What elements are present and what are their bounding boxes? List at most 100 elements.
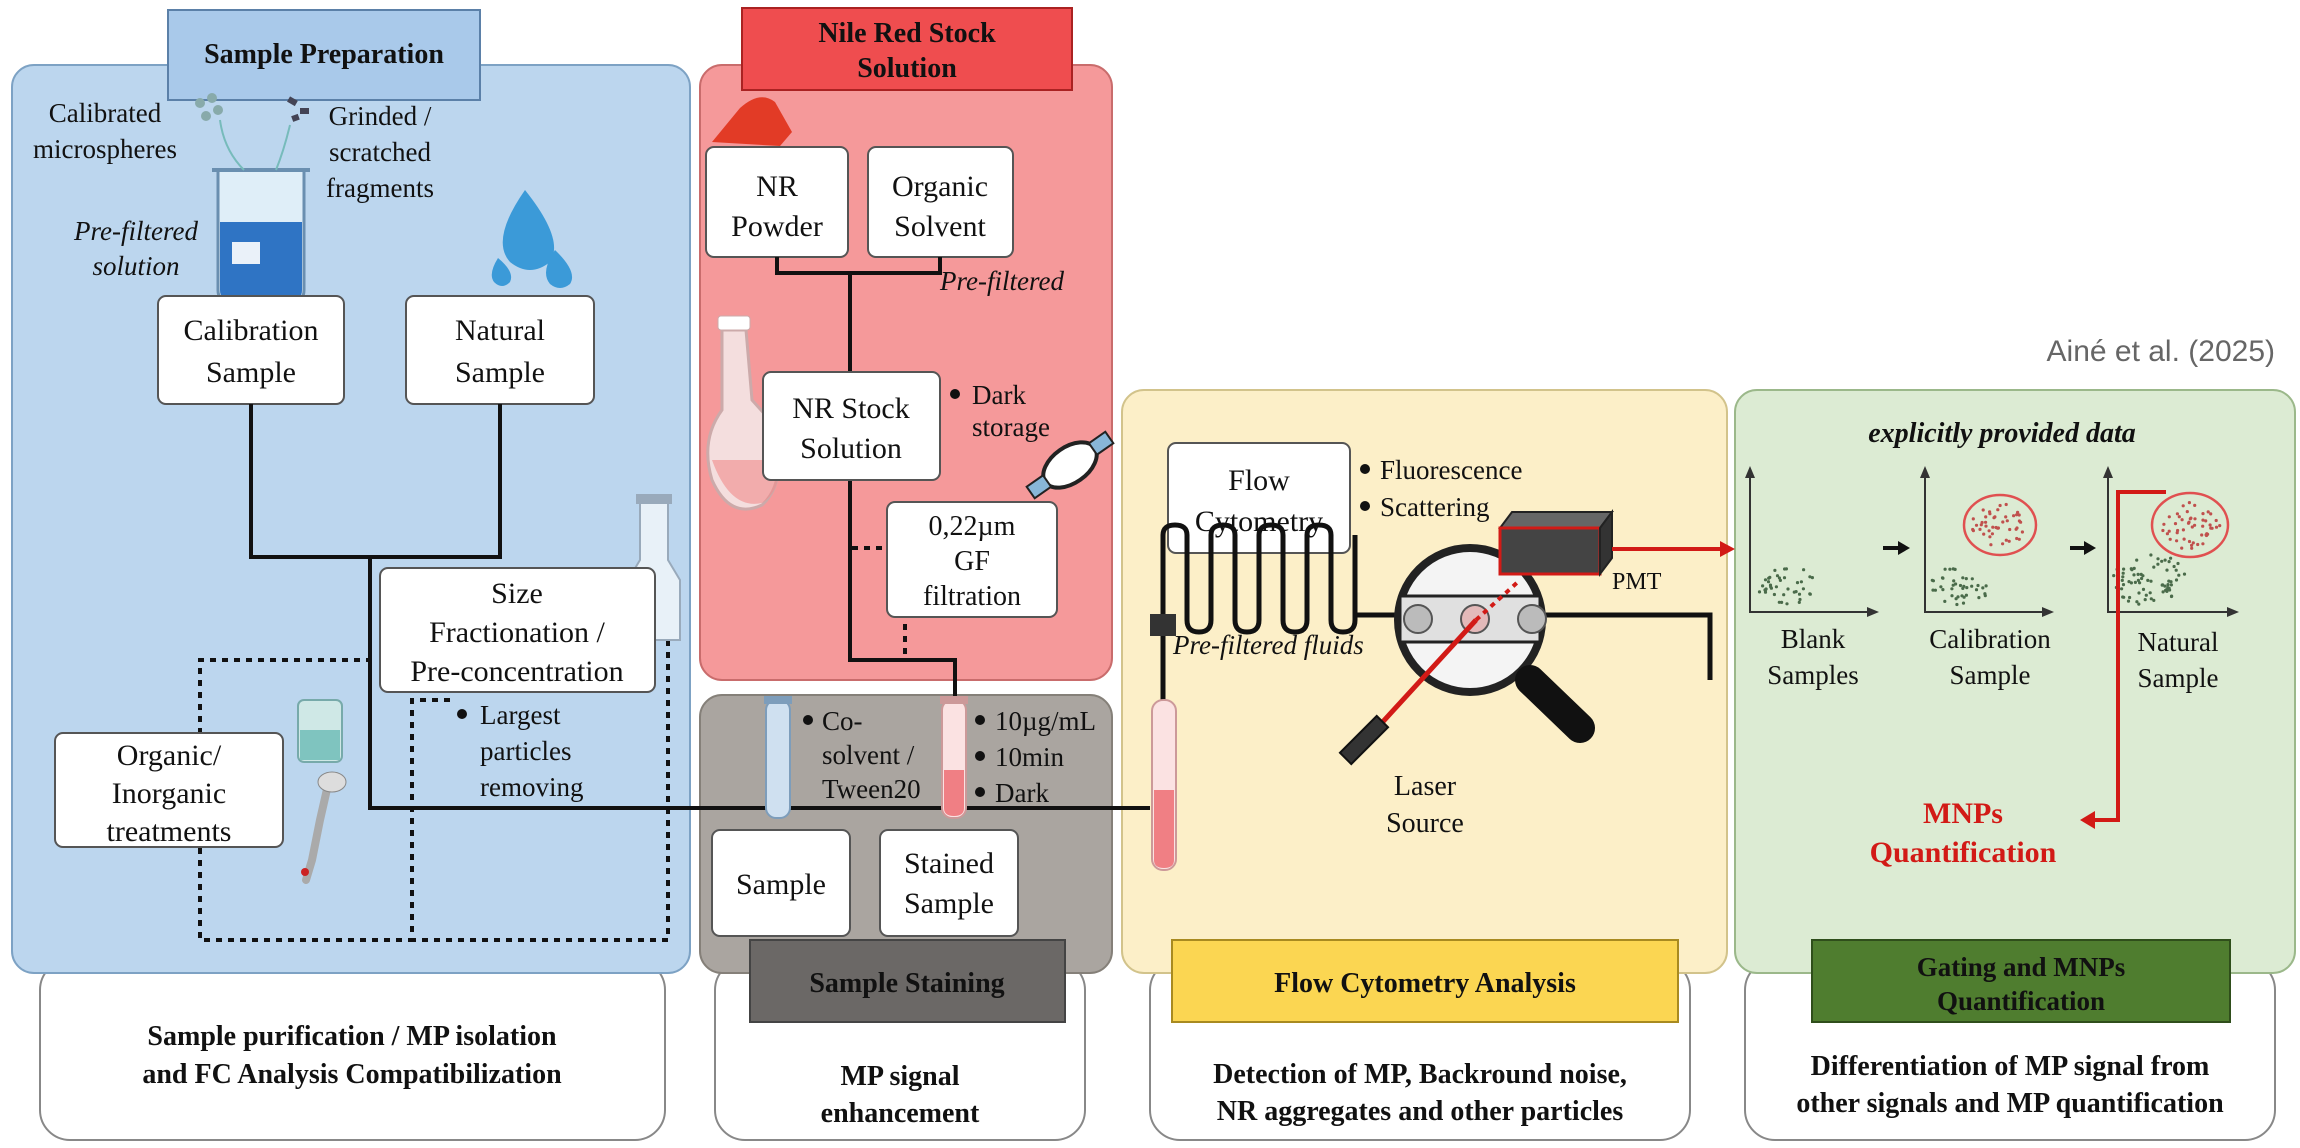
grinded-label-line3: fragments xyxy=(326,173,434,203)
scatter-dot xyxy=(2193,503,2197,507)
scatter-dot xyxy=(1964,593,1968,597)
scatter-dot xyxy=(1955,602,1959,607)
gating-header xyxy=(1811,939,2231,1023)
scatter-dot xyxy=(2162,522,2166,526)
condition-bullet-2 xyxy=(975,751,985,761)
natural-gate xyxy=(2150,491,2230,559)
condition-bullet-3 xyxy=(975,787,985,797)
plot-axes xyxy=(1749,470,2235,613)
scatter-dot xyxy=(2214,518,2218,523)
microspheres-icon xyxy=(195,93,223,121)
scatter-dot xyxy=(1971,517,1975,521)
collection-tube-icon xyxy=(1151,699,1177,871)
scatter-dot xyxy=(2122,595,2126,599)
fc-footer-line1: Detection of MP, Backround noise, xyxy=(1213,1059,1627,1090)
scatter-dot xyxy=(2196,542,2200,547)
scatter-dot xyxy=(1772,592,1776,597)
scatter-dot xyxy=(2135,558,2139,562)
scatter-dot xyxy=(2201,511,2205,516)
scatter-dot xyxy=(2001,520,2005,524)
mnps-result-line2: Quantification xyxy=(1870,836,2057,869)
scatter-dot xyxy=(1958,583,1963,588)
scatter-dot xyxy=(2201,524,2205,528)
plot-axis-arrowheads xyxy=(1745,466,2239,617)
scatter-dot xyxy=(1782,576,1787,580)
organic-line3: treatments xyxy=(107,815,232,848)
scatter-dot xyxy=(2146,578,2150,583)
water-drops-icon xyxy=(491,190,573,288)
scatter-dot xyxy=(2015,513,2019,517)
scatter-dot xyxy=(2201,542,2205,546)
scatter-dot xyxy=(1941,588,1945,592)
scatter-dot xyxy=(2015,536,2019,541)
scatter-dot xyxy=(2167,579,2171,583)
tubing-connector xyxy=(1150,614,1176,636)
dark-storage-line1: Dark xyxy=(972,380,1026,410)
scatter-dot xyxy=(2156,557,2160,561)
scatter-dot xyxy=(1768,575,1772,580)
scatter-dot xyxy=(2132,573,2136,577)
prep-connector-lines xyxy=(249,404,1150,810)
scatter-dot xyxy=(1988,535,1992,539)
scatter-dot xyxy=(2170,594,2174,598)
scatter-dot xyxy=(2004,515,2008,519)
scatter-dot xyxy=(2175,512,2179,516)
fluorescence-bullet xyxy=(1360,464,1370,474)
organic-solvent-line2: Solvent xyxy=(894,210,986,243)
grinded-label-line2: scratched xyxy=(329,137,431,167)
natural-sample-line2: Sample xyxy=(455,356,545,389)
nile-red-title-line1: Nile Red Stock xyxy=(818,18,996,49)
scatter-dot xyxy=(2173,522,2178,526)
nr-dotted-lines xyxy=(852,546,907,660)
scatter-dot xyxy=(2135,600,2139,604)
scatter-dot xyxy=(2120,578,2124,583)
scattering-label: Scattering xyxy=(1380,492,1489,522)
gf-filtration-line1: 0,22µm xyxy=(929,511,1016,542)
scatter-dot xyxy=(2165,568,2169,572)
cosolvent-line2: solvent / xyxy=(822,740,915,770)
scatter-dot xyxy=(2121,571,2125,575)
scatter-dot xyxy=(1777,600,1781,604)
gating-footer-line2: other signals and MP quantification xyxy=(1796,1088,2224,1119)
scatter-dot xyxy=(2120,587,2124,591)
scatter-dot xyxy=(1764,587,1768,591)
scatter-dot xyxy=(2167,529,2171,533)
small-beaker-icon xyxy=(297,699,343,763)
syringe-filter-icon xyxy=(1025,430,1115,500)
scatter-dot xyxy=(1970,577,1974,581)
scatter-dot xyxy=(1991,525,1995,529)
sample-box xyxy=(711,829,851,937)
scatter-dot xyxy=(2169,556,2173,560)
scatter-dot xyxy=(2210,526,2214,530)
nile-red-title-line2: Solution xyxy=(857,53,957,84)
nr-stock-line1: NR Stock xyxy=(792,392,910,425)
scatter-dot xyxy=(1780,600,1784,605)
scatter-dot xyxy=(1939,585,1943,589)
scatter-dot xyxy=(2152,565,2156,569)
scatter-dot xyxy=(2161,590,2165,594)
scatter-dot xyxy=(2005,519,2009,523)
flow-cytometry-header xyxy=(1171,939,1679,1023)
scatter-dot xyxy=(1761,584,1765,588)
pmt-to-gating-arrow xyxy=(1612,541,1735,557)
scatter-dot xyxy=(2149,597,2153,601)
scatter-dot xyxy=(1962,584,1966,589)
gf-filtration-line3: filtration xyxy=(923,581,1021,612)
calibrated-label-line2: microspheres xyxy=(33,134,177,164)
scatter-dot xyxy=(2187,520,2191,524)
calibration-gate xyxy=(1962,493,2038,557)
laser-source-line1: Laser xyxy=(1394,771,1457,802)
sample-staining-title: Sample Staining xyxy=(809,968,1004,999)
scatter-dot xyxy=(2191,541,2195,545)
scatter-dot xyxy=(2161,583,2165,587)
scatter-dot xyxy=(2180,546,2184,550)
flow-cytometry-title: Flow Cytometry Analysis xyxy=(1274,968,1576,999)
scatter-dot xyxy=(1757,590,1762,594)
scatter-dot xyxy=(2122,567,2126,571)
dark-storage-bullet xyxy=(950,389,960,399)
calibration-plot-line2: Sample xyxy=(1950,660,2031,690)
scatter-dot xyxy=(2133,580,2137,585)
scatter-dot xyxy=(2180,518,2184,522)
scatter-dot xyxy=(2206,510,2210,514)
